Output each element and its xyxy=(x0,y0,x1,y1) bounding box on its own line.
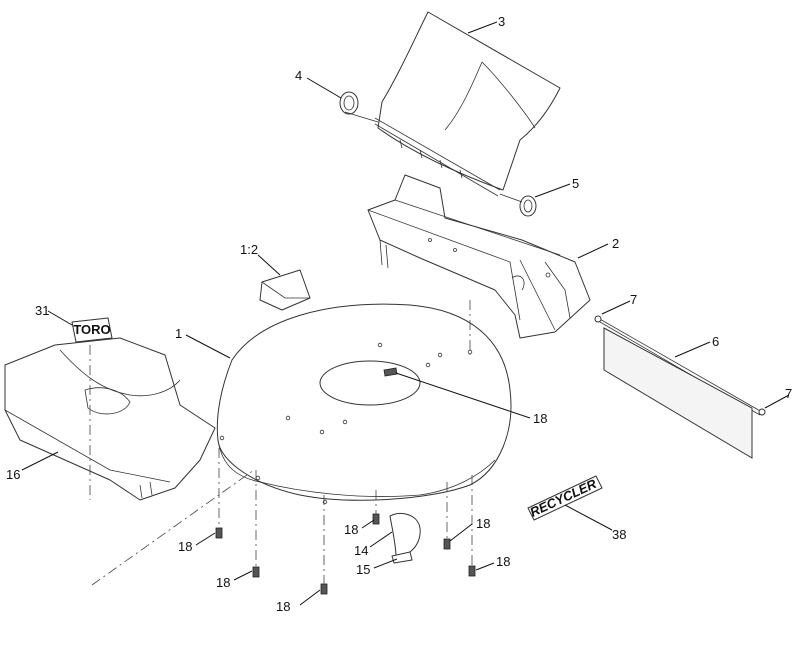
shield-rod xyxy=(594,315,766,416)
callout-6: 6 xyxy=(712,334,719,349)
discharge-shield xyxy=(603,327,753,459)
callout-18-right: 18 xyxy=(476,516,490,531)
callout-2: 2 xyxy=(612,236,619,251)
callout-18-lower-left: 18 xyxy=(216,575,230,590)
callout-labels: 3 4 5 2 1:2 7 6 7 31 1 18 16 38 18 18 14… xyxy=(6,14,792,614)
mower-deck xyxy=(205,303,512,505)
bracket xyxy=(259,269,311,311)
callout-7-lower: 7 xyxy=(785,386,792,401)
baffle-bolt xyxy=(391,551,413,564)
callout-15: 15 xyxy=(356,562,370,577)
callout-1-2: 1:2 xyxy=(240,242,258,257)
toro-logo-decal: TORO xyxy=(71,317,113,343)
callout-4: 4 xyxy=(295,68,302,83)
callout-16: 16 xyxy=(6,467,20,482)
callout-18-bottom: 18 xyxy=(276,599,290,614)
spring-left xyxy=(339,91,379,123)
discharge-housing xyxy=(367,174,591,339)
callout-14: 14 xyxy=(354,543,368,558)
callout-7-upper: 7 xyxy=(630,292,637,307)
callout-18-left: 18 xyxy=(178,539,192,554)
front-cover xyxy=(4,337,216,501)
callout-38: 38 xyxy=(612,527,626,542)
recycler-decal: RECYCLER xyxy=(527,475,603,521)
recycler-decal-text: RECYCLER xyxy=(528,476,600,520)
callout-5: 5 xyxy=(572,176,579,191)
bolts xyxy=(215,367,476,595)
callout-18-center: 18 xyxy=(533,411,547,426)
toro-logo-text: TORO xyxy=(73,322,110,337)
leader-lines xyxy=(21,21,790,606)
rear-flap xyxy=(374,11,561,197)
assembly-centerlines xyxy=(89,300,473,586)
callout-18-far-right: 18 xyxy=(496,554,510,569)
callout-3: 3 xyxy=(498,14,505,29)
callout-18-mid: 18 xyxy=(344,522,358,537)
spring-right xyxy=(499,193,537,217)
callout-1: 1 xyxy=(175,326,182,341)
baffle xyxy=(389,513,421,556)
callout-31: 31 xyxy=(35,303,49,318)
